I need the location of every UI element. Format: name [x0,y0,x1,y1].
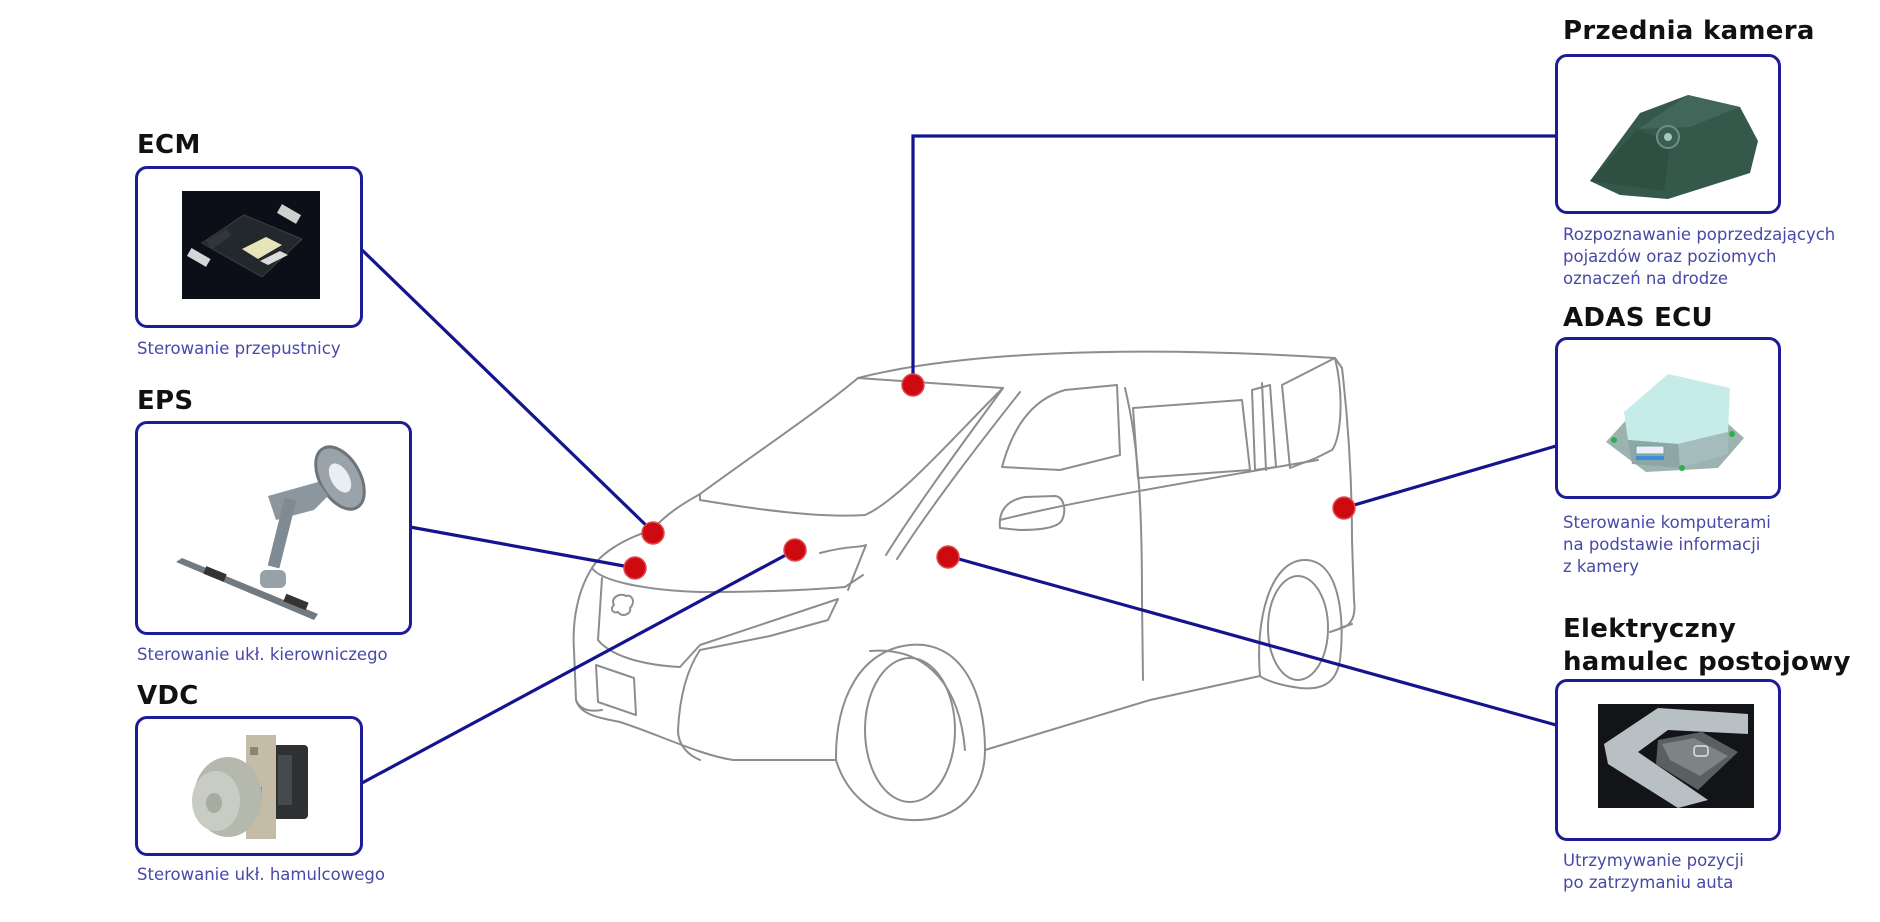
camera-caption: Rozpoznawanie poprzedzających pojazdów o… [1563,225,1836,288]
eps-caption: Sterowanie ukł. kierowniczego [137,645,388,664]
adas-caption: Sterowanie komputerami na podstawie info… [1563,513,1771,576]
marker-camera[interactable] [901,373,925,397]
ecm-caption: Sterowanie przepustnicy [137,339,341,358]
camera-title: Przednia kamera [1563,16,1815,46]
steering-column-icon [176,445,366,620]
vdc-caption: Sterowanie ukł. hamulcowego [137,865,385,884]
marker-vdc[interactable] [783,538,807,562]
adas-ecu-icon [1606,374,1744,472]
connector-eps [409,525,636,570]
connector-epb [947,554,1557,727]
epb-title: Elektryczny hamulec postojowy [1563,614,1851,677]
marker-eps[interactable] [623,556,647,580]
marker-epb[interactable] [936,545,960,569]
connector-vdc [361,548,796,785]
epb-image-box [1555,679,1781,841]
vdc-title: VDC [137,681,199,711]
eps-title: EPS [137,386,194,416]
camera-image-box [1555,54,1781,214]
ecm-image-box [135,166,363,328]
adas-image-box [1555,337,1781,499]
marker-ecm[interactable] [641,521,665,545]
ecm-title: ECM [137,130,201,160]
eps-image-box [135,421,412,635]
adas-title: ADAS ECU [1563,303,1713,333]
vdc-unit-icon [192,735,308,839]
connector-ecm [360,248,655,534]
marker-adas[interactable] [1332,496,1356,520]
parking-brake-switch-icon [1598,704,1754,808]
minivan-outline [572,350,1356,822]
location-markers [623,373,1356,580]
connector-adas [1343,444,1557,510]
connector-camera [911,134,1556,384]
connector-lines [360,134,1557,785]
epb-caption: Utrzymywanie pozycji po zatrzymaniu auta [1563,851,1744,892]
front-camera-icon [1590,95,1758,199]
vdc-image-box [135,716,363,856]
ecm-module-icon [182,191,320,299]
